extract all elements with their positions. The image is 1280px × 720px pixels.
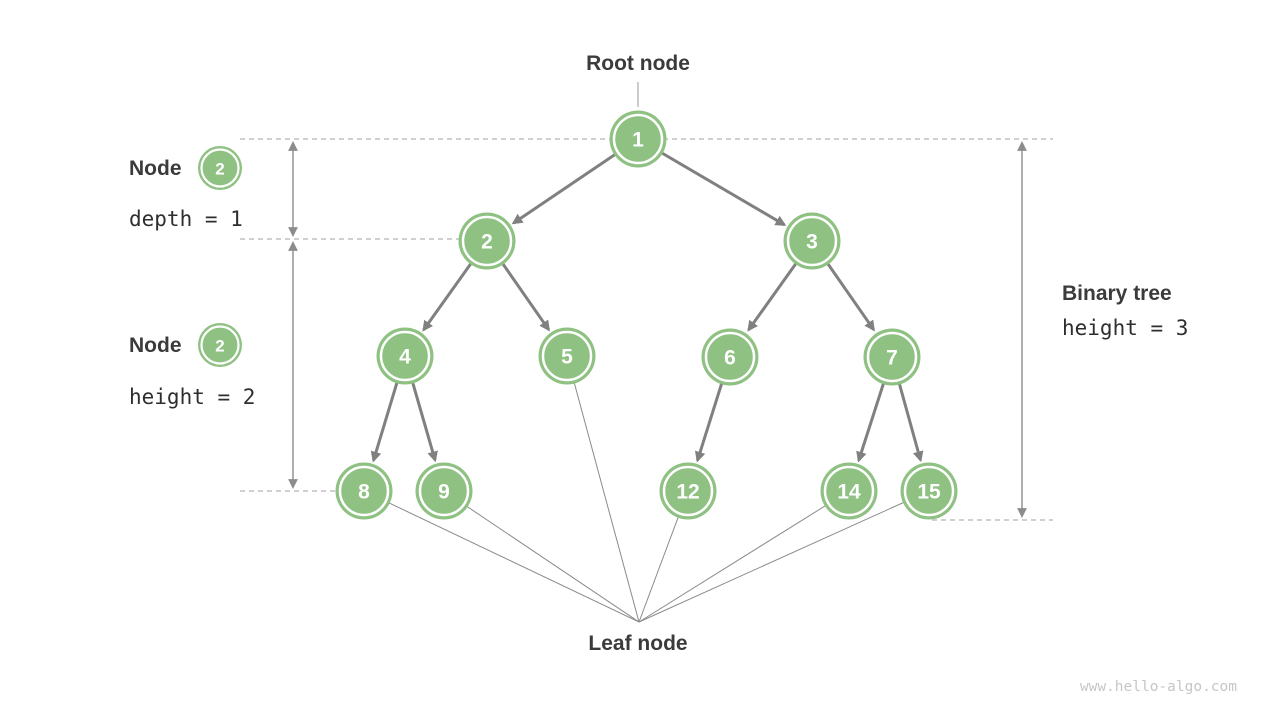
node-value: 6 (724, 347, 736, 370)
node-ring (612, 113, 664, 165)
node-ring (903, 465, 955, 517)
badge-circle (198, 323, 242, 367)
annotation-label: Node (129, 157, 182, 180)
tree-node-9: 9 (415, 462, 473, 520)
leaf-pointer-9 (443, 490, 640, 623)
node-ring (662, 465, 714, 517)
node-value: 4 (399, 346, 411, 369)
node-circle (783, 212, 841, 270)
leaf-pointer-8 (363, 490, 640, 623)
node-value: 3 (806, 231, 818, 254)
annotation-node-badge: 2 (198, 146, 242, 190)
node-ring (704, 331, 756, 383)
tree-node-5: 5 (538, 327, 596, 385)
node-circle (415, 462, 473, 520)
node-ring (338, 465, 390, 517)
annotation-binary-tree-height: Binary tree height = 3 (1062, 282, 1188, 340)
node-circle (335, 462, 393, 520)
annotation-node-depth: Node 2 depth = 1 (129, 146, 243, 231)
node-circle (659, 462, 717, 520)
node-ring (418, 465, 470, 517)
node-circle (458, 212, 516, 270)
node-circle (900, 462, 958, 520)
node-circle (701, 328, 759, 386)
annotation-node-height: Node 2 height = 2 (129, 323, 255, 409)
node-value: 9 (438, 481, 450, 504)
node-ring (541, 330, 593, 382)
badge-value: 2 (215, 337, 224, 356)
root-node-label: Root node (586, 52, 690, 75)
node-value: 8 (358, 481, 370, 504)
leaf-pointer-14 (638, 490, 850, 623)
tree-node-12: 12 (659, 462, 717, 520)
badge-ring (200, 148, 240, 188)
badge-circle (198, 146, 242, 190)
node-value: 5 (561, 346, 573, 369)
node-value: 12 (676, 481, 699, 504)
tree-node-15: 15 (900, 462, 958, 520)
node-circle (820, 462, 878, 520)
leaf-pointer-5 (566, 355, 640, 623)
tree-node-8: 8 (335, 462, 393, 520)
tree-node-14: 14 (820, 462, 878, 520)
node-value: 7 (886, 347, 898, 370)
tree-node-1: 1 (609, 110, 667, 168)
node-ring (461, 215, 513, 267)
node-value: 1 (632, 129, 644, 152)
annotation-node-badge: 2 (198, 323, 242, 367)
tree-node-4: 4 (376, 327, 434, 385)
node-value: 2 (481, 231, 493, 254)
annotation-metric: depth = 1 (129, 207, 243, 231)
node-circle (376, 327, 434, 385)
annotation-metric: height = 3 (1062, 316, 1188, 340)
node-ring (823, 465, 875, 517)
badge-ring (200, 325, 240, 365)
watermark: www.hello-algo.com (1080, 679, 1237, 695)
leaf-node-label: Leaf node (588, 632, 687, 655)
node-circle (863, 328, 921, 386)
tree-node-7: 7 (863, 328, 921, 386)
annotation-metric: height = 2 (129, 385, 255, 409)
node-circle (538, 327, 596, 385)
tree-node-2: 2 (458, 212, 516, 270)
node-ring (786, 215, 838, 267)
node-ring (379, 330, 431, 382)
leaf-pointer-15 (638, 490, 930, 623)
node-ring (866, 331, 918, 383)
tree-node-6: 6 (701, 328, 759, 386)
badge-value: 2 (215, 160, 224, 179)
node-value: 15 (917, 481, 941, 504)
node-value: 14 (837, 481, 861, 504)
annotation-label: Binary tree (1062, 282, 1172, 305)
node-circle (609, 110, 667, 168)
tree-node-3: 3 (783, 212, 841, 270)
annotation-label: Node (129, 334, 182, 357)
